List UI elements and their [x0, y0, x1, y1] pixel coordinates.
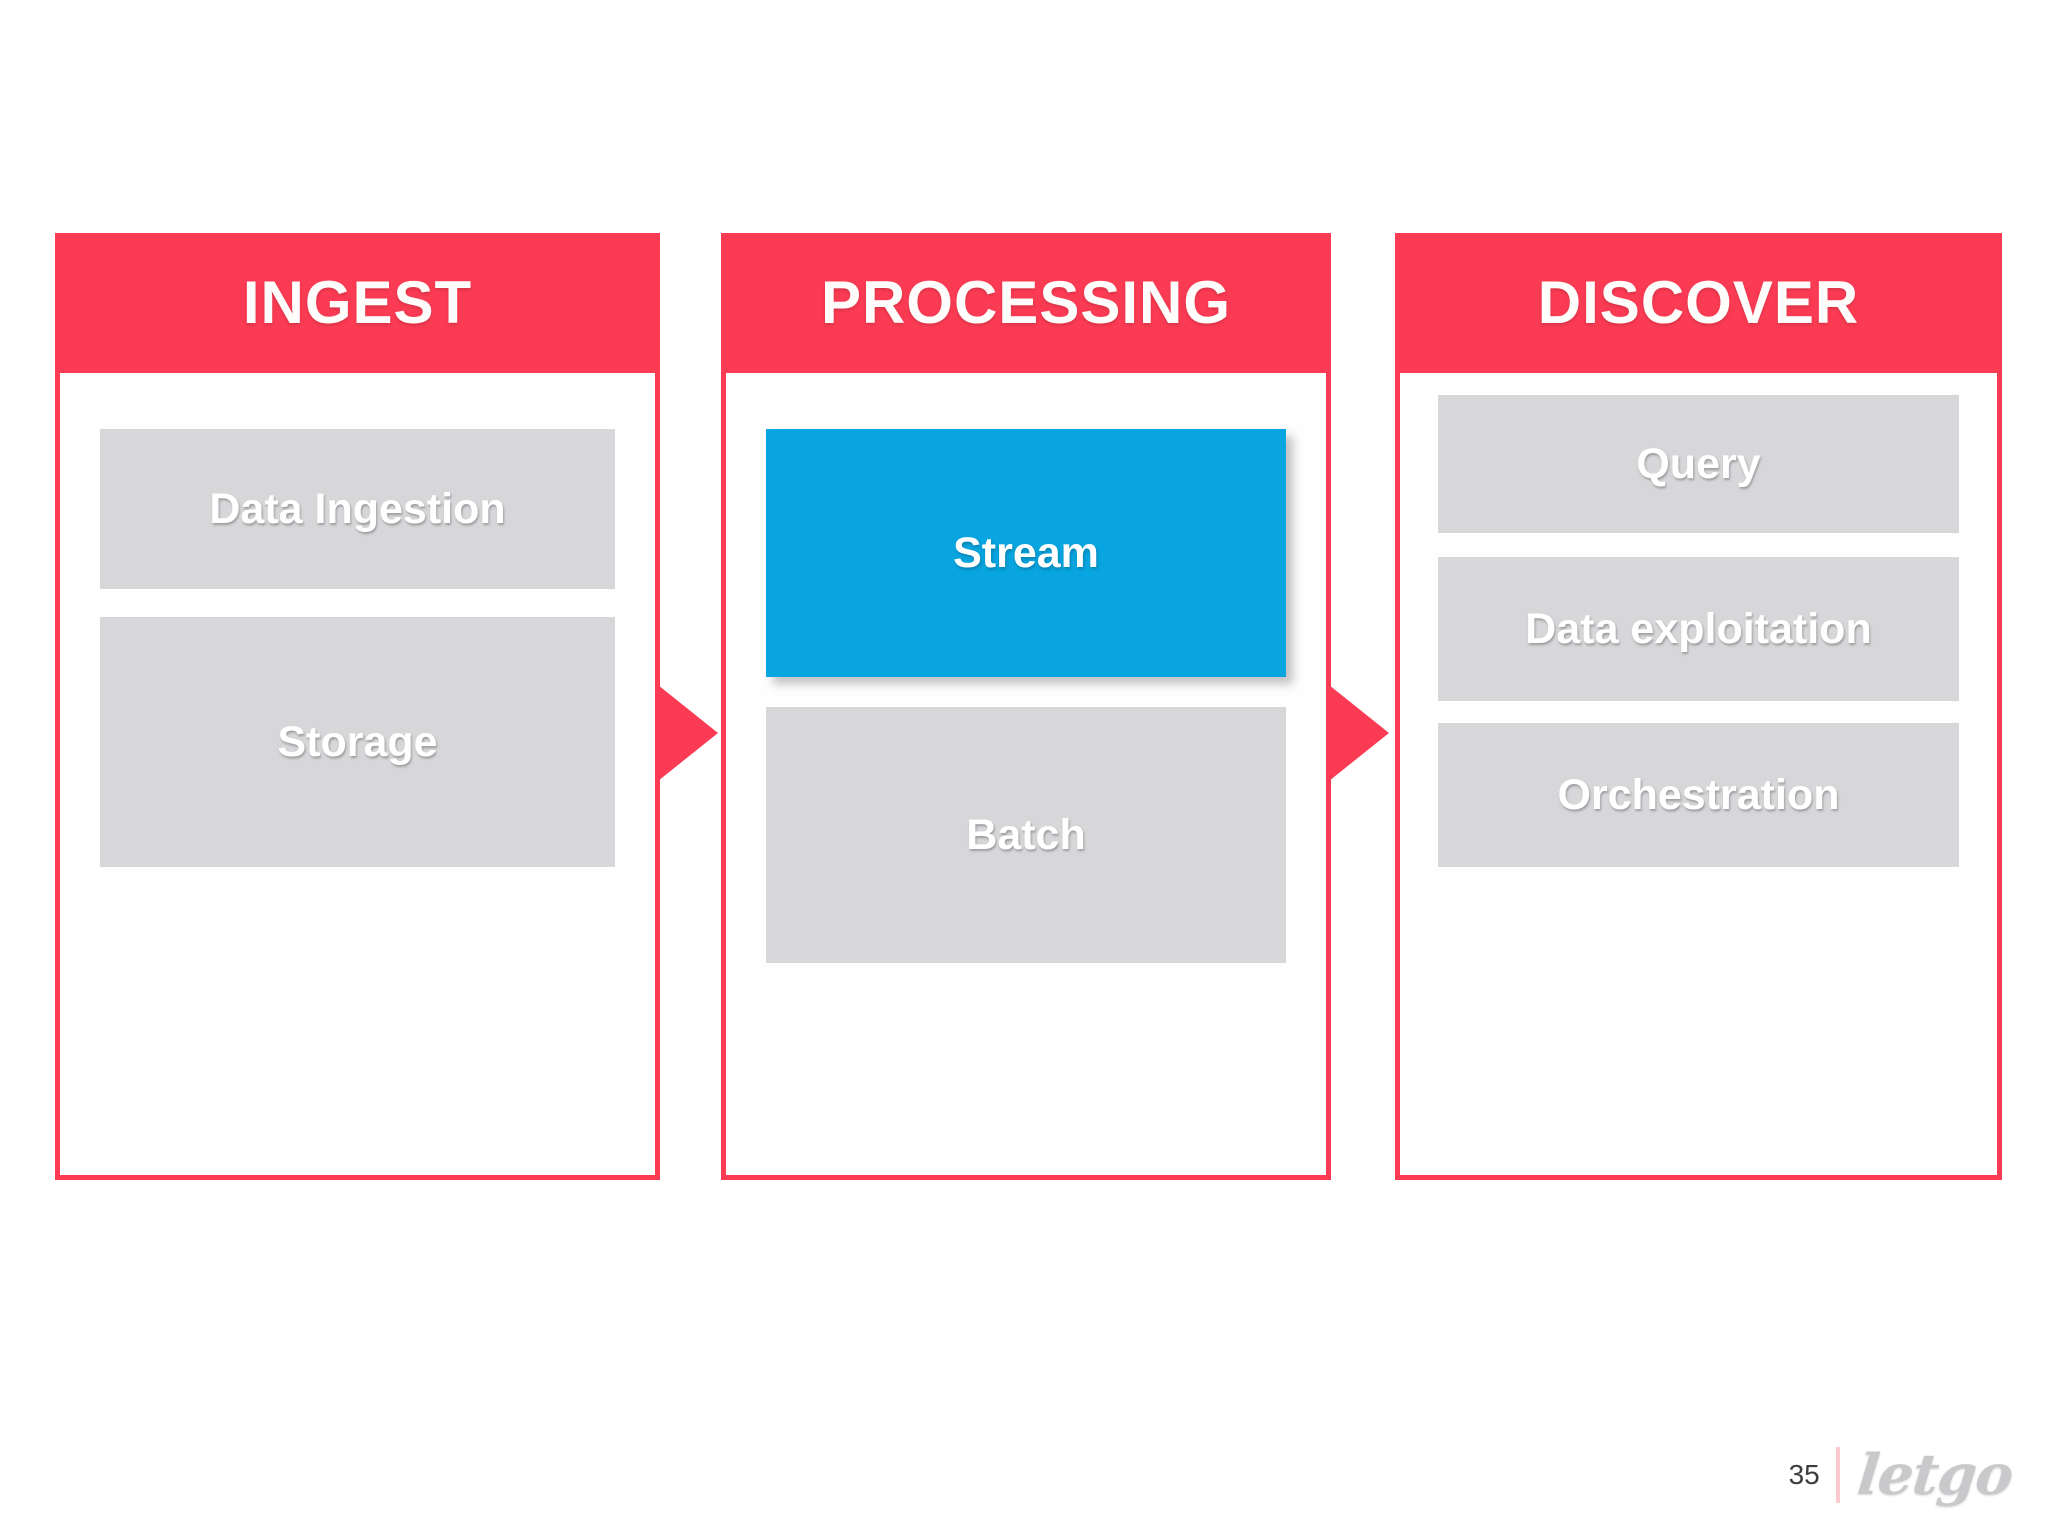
chip-label: Batch	[966, 810, 1086, 859]
stage-discover-items: Query Data exploitation Orchestration	[1400, 373, 1997, 867]
arrow-processing-to-discover	[1329, 685, 1389, 781]
arrow-ingest-to-processing	[658, 685, 718, 781]
chip-label: Orchestration	[1557, 770, 1840, 819]
chip-label: Storage	[277, 717, 438, 766]
stage-ingest: INGEST Data Ingestion Storage	[55, 233, 660, 1180]
stage-processing-title: PROCESSING	[721, 233, 1331, 373]
chip-query[interactable]: Query	[1438, 395, 1959, 533]
chip-storage[interactable]: Storage	[100, 617, 615, 867]
chip-label: Data Ingestion	[209, 484, 506, 533]
chip-label: Stream	[953, 528, 1099, 577]
stage-ingest-items: Data Ingestion Storage	[60, 379, 655, 867]
stage-discover-body: Query Data exploitation Orchestration	[1395, 373, 2002, 1180]
page-number: 35	[1788, 1459, 1820, 1490]
stage-processing: PROCESSING Stream Batch	[721, 233, 1331, 1180]
stage-processing-body: Stream Batch	[721, 373, 1331, 1180]
stage-ingest-body: Data Ingestion Storage	[55, 373, 660, 1180]
chip-batch[interactable]: Batch	[766, 707, 1286, 963]
chip-label: Data exploitation	[1525, 604, 1872, 653]
stage-discover: DISCOVER Query Data exploitation Orchest…	[1395, 233, 2002, 1180]
chip-label: Query	[1636, 439, 1761, 488]
slide-footer: 35 letgo	[1788, 1438, 2016, 1512]
chip-orchestration[interactable]: Orchestration	[1438, 723, 1959, 867]
chip-data-ingestion[interactable]: Data Ingestion	[100, 429, 615, 589]
stage-discover-title: DISCOVER	[1395, 233, 2002, 373]
chip-data-exploitation[interactable]: Data exploitation	[1438, 557, 1959, 701]
brand-logo: letgo	[1854, 1442, 2016, 1508]
stage-ingest-title: INGEST	[55, 233, 660, 373]
chip-stream[interactable]: Stream	[766, 429, 1286, 677]
footer-divider	[1835, 1447, 1840, 1503]
stage-processing-items: Stream Batch	[726, 379, 1326, 963]
